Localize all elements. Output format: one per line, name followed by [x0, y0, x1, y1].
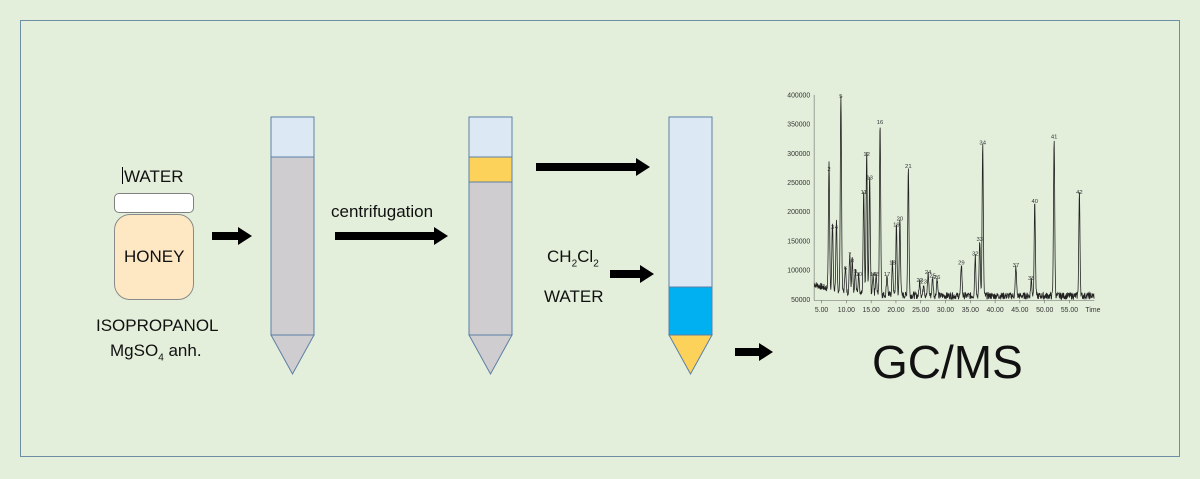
peak-label: 40 [1031, 199, 1038, 205]
peak-label: 7 [848, 253, 851, 259]
mgso4-label: MgSO4 anh. [110, 341, 202, 364]
x-tick-label: 15.00 [863, 307, 880, 314]
peak-label: 11 [861, 190, 867, 196]
arrow-1 [212, 227, 252, 245]
y-tick-label: 100000 [787, 268, 810, 275]
arrow-centrifugation [335, 227, 450, 245]
y-tick-label: 50000 [791, 297, 810, 304]
y-tick-label: 200000 [787, 209, 810, 216]
peak-label: 9 [854, 269, 857, 275]
arrow-reagents [610, 265, 655, 283]
peak-label: 34 [979, 141, 986, 147]
tube-2 [468, 116, 513, 376]
peak-label: 4 [835, 225, 839, 231]
gcms-label: GC/MS [872, 336, 1023, 388]
peak-label: 14 [870, 272, 877, 278]
chart-axes [813, 94, 1095, 301]
x-tick-label: 10.00 [838, 307, 855, 314]
peak-label: 18 [889, 260, 896, 266]
water-label-bottom: WATER [544, 287, 604, 306]
peak-label: 41 [1051, 135, 1058, 141]
centrifugation-label: centrifugation [331, 202, 434, 221]
honey-jar [114, 214, 194, 300]
arrow-transfer [536, 158, 651, 176]
gc-ms-chromatogram: 4000003500003000002500002000001500001000… [787, 92, 1100, 314]
time-axis-label: Time [1085, 307, 1100, 314]
arrow-gcms [735, 343, 775, 361]
peak-label: 19 [893, 222, 900, 228]
x-tick-label: 55.00 [1061, 307, 1078, 314]
peak-label: 2 [827, 167, 830, 173]
y-tick-label: 400000 [787, 92, 810, 99]
x-tick-label: 30.00 [937, 307, 954, 314]
y-tick-label: 300000 [787, 151, 810, 158]
peak-label: 23 [920, 280, 927, 286]
x-tick-label: 5.00 [815, 307, 829, 314]
peak-label: 3 [831, 225, 835, 231]
peak-label: 29 [958, 260, 965, 266]
peak-label: 10 [855, 272, 862, 278]
peak-label: 24 [925, 270, 932, 276]
honey-label: HONEY [124, 247, 185, 266]
x-tick-label: 45.00 [1011, 307, 1028, 314]
peak-label: 16 [877, 120, 884, 126]
x-tick-label: 40.00 [986, 307, 1003, 314]
x-tick-label: 25.00 [912, 307, 929, 314]
x-tick-label: 35.00 [962, 307, 979, 314]
peak-label: 6 [844, 266, 848, 272]
peak-label: 5 [839, 94, 843, 100]
peak-label: 12 [863, 152, 870, 158]
isopropanol-label: ISOPROPANOL [96, 316, 219, 335]
peak-label: 38 [1028, 276, 1035, 282]
jar-lid [114, 193, 194, 213]
peak-label: 33 [976, 237, 983, 243]
peak-label: 25 [929, 274, 936, 280]
peak-label: 8 [851, 259, 855, 265]
tube-3 [668, 116, 713, 376]
peak-label: 22 [916, 278, 923, 284]
x-tick-label: 50.00 [1036, 307, 1053, 314]
y-tick-label: 150000 [787, 238, 810, 245]
diagram-frame [20, 20, 1180, 457]
y-tick-label: 250000 [787, 180, 810, 187]
peak-label: 32 [972, 252, 979, 258]
peak-label: 42 [1076, 190, 1083, 196]
y-tick-label: 350000 [787, 122, 810, 129]
peak-label: 15 [873, 272, 880, 278]
peak-label: 17 [884, 272, 891, 278]
peak-label: 26 [934, 275, 941, 281]
peak-label: 13 [866, 176, 873, 182]
peak-label: 20 [897, 216, 904, 222]
tube-1 [270, 116, 315, 376]
x-tick-label: 20.00 [887, 307, 904, 314]
water-label-top: WATER [122, 167, 184, 186]
peak-label: 21 [905, 164, 912, 170]
peak-label: 37 [1013, 263, 1020, 269]
ch2cl2-label: CH2Cl2 [547, 247, 599, 270]
